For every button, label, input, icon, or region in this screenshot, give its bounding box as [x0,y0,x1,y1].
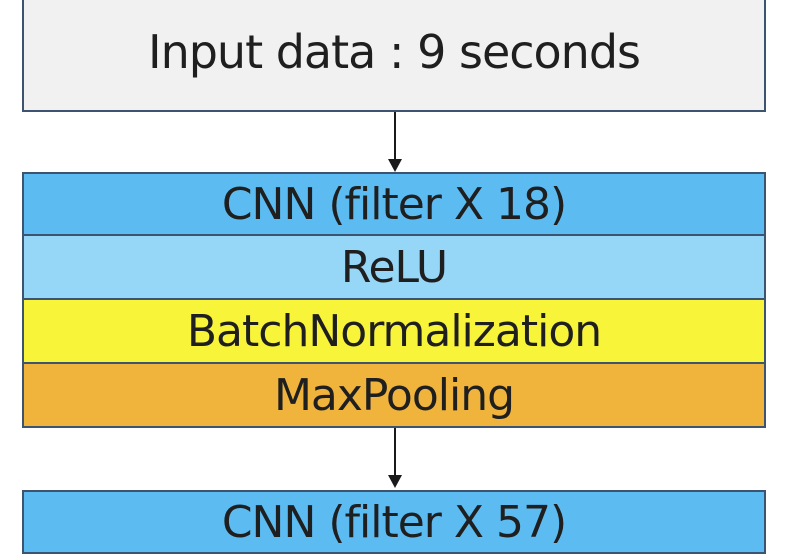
cnn-layer-1: CNN (filter X 18) [22,172,766,236]
relu-layer-1-label: ReLU [340,241,448,293]
input-data-box: Input data : 9 seconds [22,0,766,112]
arrow-down-icon [388,428,402,488]
maxpool-layer-1: MaxPooling [22,364,766,428]
arrow-down-icon [388,112,402,172]
maxpool-layer-1-label: MaxPooling [273,369,515,421]
cnn-layer-2-label: CNN (filter X 57) [221,496,567,548]
relu-layer-1: ReLU [22,236,766,300]
cnn-layer-2: CNN (filter X 57) [22,490,766,554]
batchnorm-layer-1: BatchNormalization [22,300,766,364]
cnn-layer-1-label: CNN (filter X 18) [221,178,567,230]
input-data-label: Input data : 9 seconds [148,25,641,79]
batchnorm-layer-1-label: BatchNormalization [186,305,602,357]
